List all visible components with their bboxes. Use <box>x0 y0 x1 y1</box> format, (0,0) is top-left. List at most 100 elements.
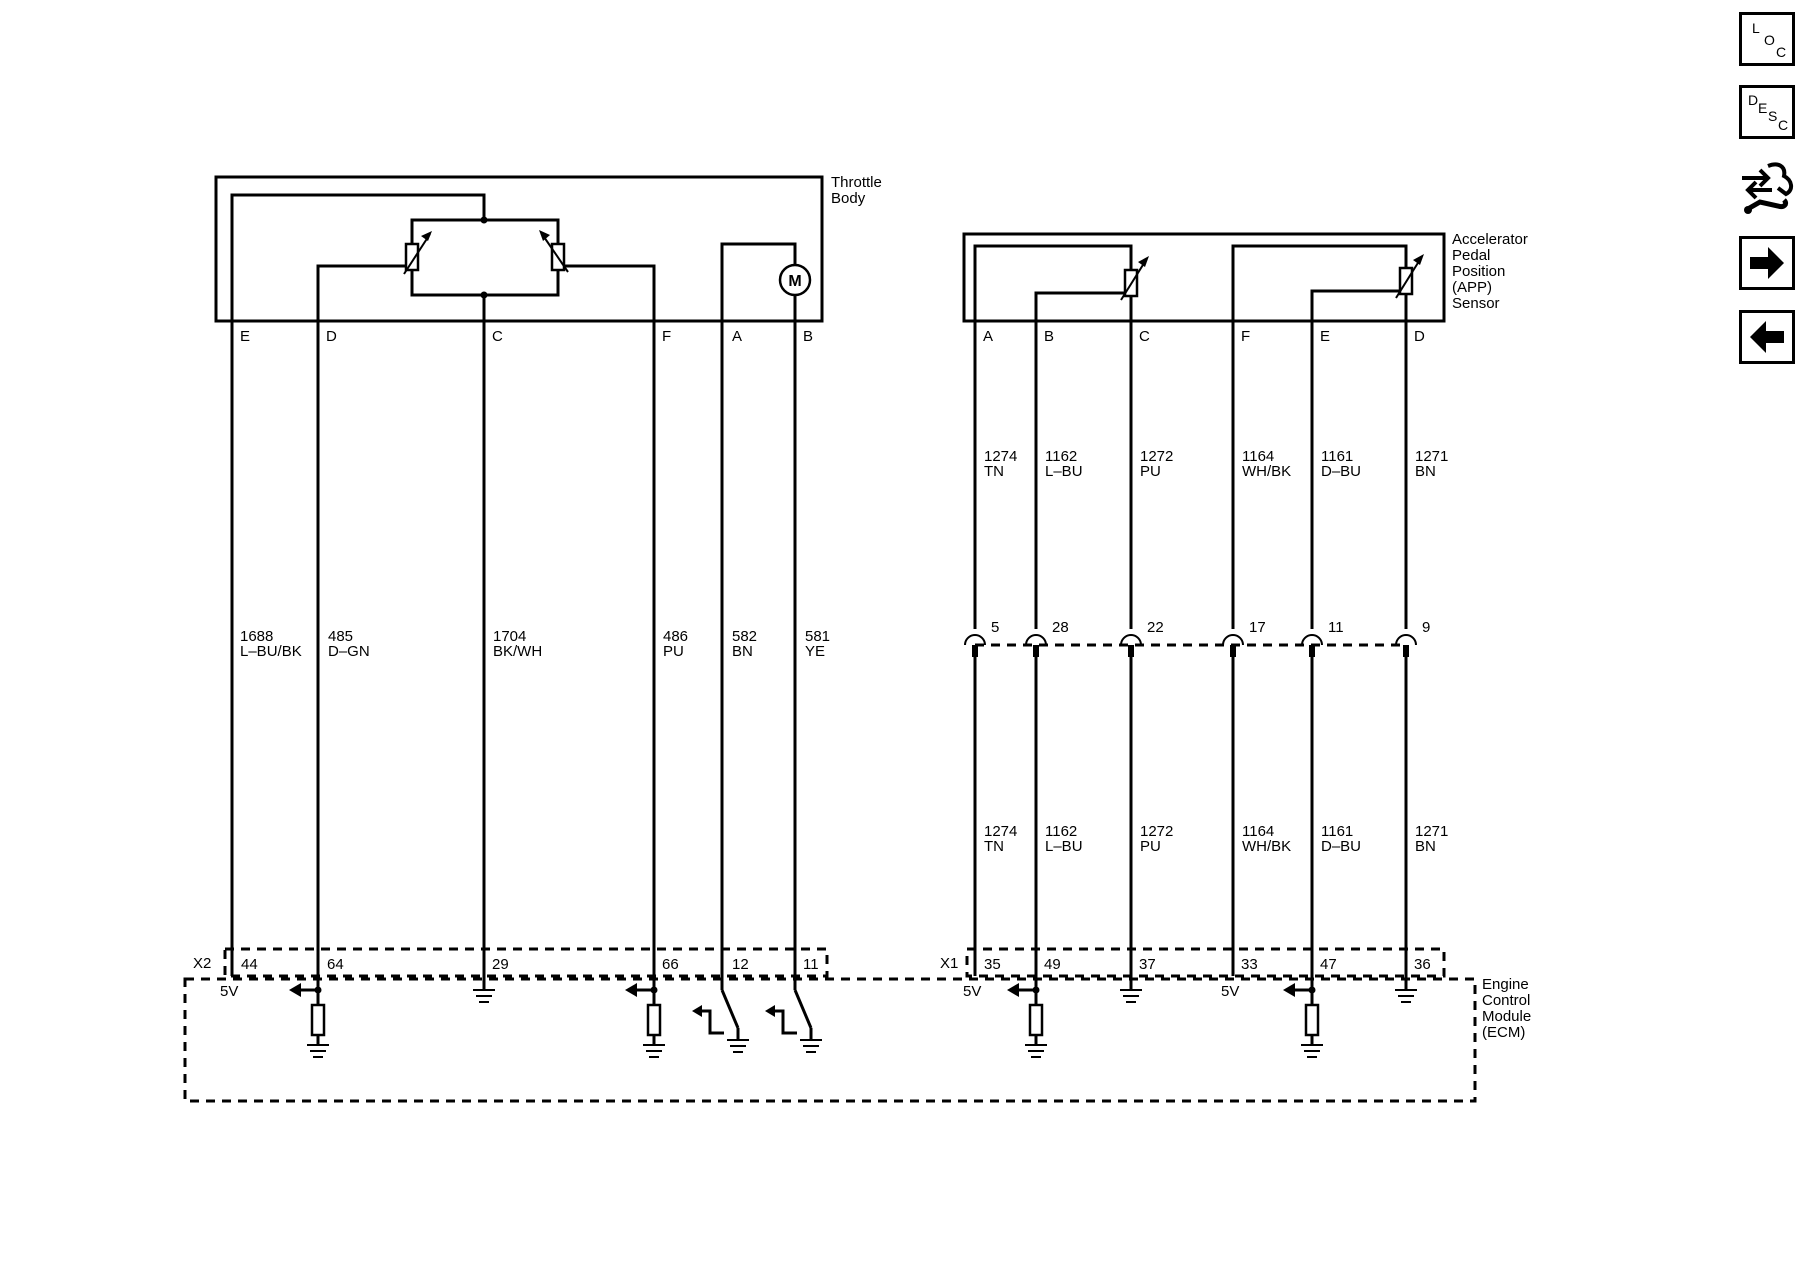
inline-pin: 11 <box>1328 619 1344 636</box>
wire-circuit: 1271 <box>1415 448 1448 465</box>
app-sensor: Accelerator Pedal Position (APP) Sensor … <box>962 231 1528 345</box>
app-pin-label: E <box>1320 328 1330 345</box>
ecm-pin: 64 <box>327 956 344 973</box>
wire-circuit: 485 <box>328 628 353 645</box>
inline-pin: 5 <box>991 619 999 636</box>
ecm-pin: 29 <box>492 956 509 973</box>
wire-color: L–BU/BK <box>240 643 302 660</box>
wire-circuit: 1271 <box>1415 823 1448 840</box>
ecm-signal-input-icon <box>625 983 665 1058</box>
wire-circuit: 1704 <box>493 628 526 645</box>
tb-motor-wiring-a <box>720 242 797 321</box>
app-sensor-box <box>962 232 1446 323</box>
inline-pin: 22 <box>1147 619 1164 636</box>
app1-internal-b <box>1034 291 1125 321</box>
wire-color: BK/WH <box>493 643 542 660</box>
wire-color: D–BU <box>1321 463 1361 480</box>
ecm-pin: 44 <box>241 956 258 973</box>
wire-circuit: 1272 <box>1140 823 1173 840</box>
x1-connector <box>965 947 1446 978</box>
wire-color: D–GN <box>328 643 370 660</box>
app-sensor-label-5: Sensor <box>1452 295 1500 312</box>
inline-pin: 17 <box>1249 619 1266 636</box>
ecm-pin: 37 <box>1139 956 1156 973</box>
app2-variable-resistor-icon <box>1395 254 1424 299</box>
app-sensor-label-3: Position <box>1452 263 1505 280</box>
wire-color: PU <box>1140 838 1161 855</box>
x2-label: X2 <box>193 955 211 972</box>
app-sensor-label-2: Pedal <box>1452 247 1490 264</box>
wire-circuit: 581 <box>805 628 830 645</box>
desc-letter: C <box>1778 117 1789 133</box>
wire-circuit: 1274 <box>984 823 1017 840</box>
ecm-pin: 12 <box>732 956 749 973</box>
motor-label: M <box>788 273 801 290</box>
throttle-harness: 1688 L–BU/BK 485 D–GN 1704 BK/WH 486 PU … <box>230 321 830 990</box>
desc-letter: D <box>1748 92 1759 108</box>
desc-button[interactable]: D E S C <box>1739 85 1795 139</box>
ecm-5v-label: 5V <box>1221 983 1239 1000</box>
wire-circuit: 1272 <box>1140 448 1173 465</box>
app-sensor-label-4: (APP) <box>1452 279 1492 296</box>
ecm-5v-label: 5V <box>963 983 981 1000</box>
tb-pin-label: B <box>803 328 813 345</box>
ecm-pin: 47 <box>1320 956 1337 973</box>
ecm-label-1: Engine <box>1482 976 1529 993</box>
ecm-label-3: Module <box>1482 1008 1531 1025</box>
inline-pin: 9 <box>1422 619 1430 636</box>
ecm-5v-label: 5V <box>220 983 238 1000</box>
app-pin-label: F <box>1241 328 1250 345</box>
prev-button[interactable] <box>1739 310 1795 364</box>
right-arrow-icon <box>1750 247 1784 279</box>
wire-color: PU <box>1140 463 1161 480</box>
wire-circuit: 486 <box>663 628 688 645</box>
wire-color: TN <box>984 463 1004 480</box>
wire-color: PU <box>663 643 684 660</box>
tb-pin-e-internal <box>230 193 486 321</box>
ecm-label-4: (ECM) <box>1482 1024 1525 1041</box>
ecm-ground-icon <box>473 989 495 1003</box>
wire-circuit: 1164 <box>1242 448 1274 465</box>
ecm-ground-icon <box>1120 989 1142 1003</box>
loc-letter: L <box>1752 20 1760 36</box>
tb-pin-label: F <box>662 328 671 345</box>
wire-color: BN <box>732 643 753 660</box>
app2-internal-e <box>1310 289 1400 321</box>
wire-color: BN <box>1415 838 1436 855</box>
ecm-motor-driver-switch-icon <box>765 989 822 1053</box>
app-pin-label: C <box>1139 328 1150 345</box>
ecm-pin: 66 <box>662 956 679 973</box>
connector-tool-button[interactable] <box>1738 158 1798 220</box>
tb-sensor-bridge-top <box>410 218 560 254</box>
loc-letter: C <box>1776 44 1787 60</box>
tb-sensor-bridge-bottom <box>410 258 560 297</box>
throttle-body: Throttle Body M E <box>214 174 882 345</box>
app1-variable-resistor-icon <box>1120 256 1149 301</box>
wire-color: BN <box>1415 463 1436 480</box>
x1-label: X1 <box>940 955 958 972</box>
left-arrow-icon <box>1750 321 1784 353</box>
ecm-motor-driver-switch-icon <box>692 989 749 1053</box>
x2-connector <box>223 947 829 978</box>
wire-color: L–BU <box>1045 838 1083 855</box>
ecm-signal-input-icon <box>289 983 329 1058</box>
ecm-pin: 11 <box>803 956 819 973</box>
wire-circuit: 1162 <box>1045 448 1077 465</box>
tps2-variable-resistor-icon <box>539 230 569 273</box>
tb-pin-d-internal <box>316 264 412 321</box>
loc-button[interactable]: L O C <box>1739 12 1795 66</box>
desc-letter: S <box>1768 108 1778 124</box>
wire-circuit: 582 <box>732 628 757 645</box>
inline-terminal-icon <box>964 634 1417 657</box>
app-pin-label: B <box>1044 328 1054 345</box>
ecm-pin: 49 <box>1044 956 1061 973</box>
app-sensor-label-1: Accelerator <box>1452 231 1528 248</box>
tb-pin-label: D <box>326 328 337 345</box>
throttle-body-label-2: Body <box>831 190 866 207</box>
next-button[interactable] <box>1739 236 1795 290</box>
app1-internal-a <box>973 244 1133 321</box>
tb-pin-label: C <box>492 328 503 345</box>
loc-letter: O <box>1764 32 1775 48</box>
ecm-label-2: Control <box>1482 992 1530 1009</box>
